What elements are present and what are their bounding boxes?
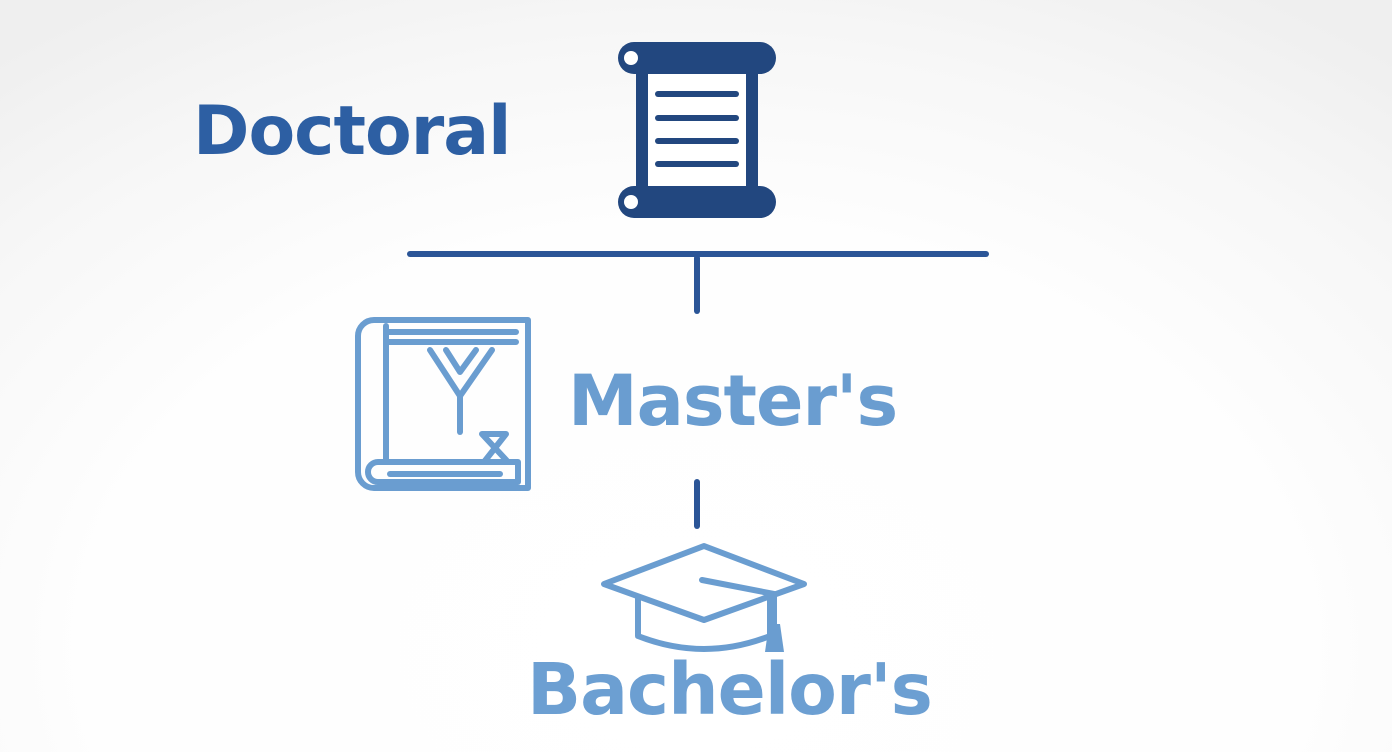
masters-label: Master's (568, 360, 898, 442)
bachelors-label: Bachelor's (527, 648, 933, 731)
diploma-scroll-icon (618, 42, 776, 218)
graduation-cap-icon (601, 543, 807, 652)
doctoral-label: Doctoral (193, 92, 511, 171)
thesis-book-icon (355, 317, 531, 491)
